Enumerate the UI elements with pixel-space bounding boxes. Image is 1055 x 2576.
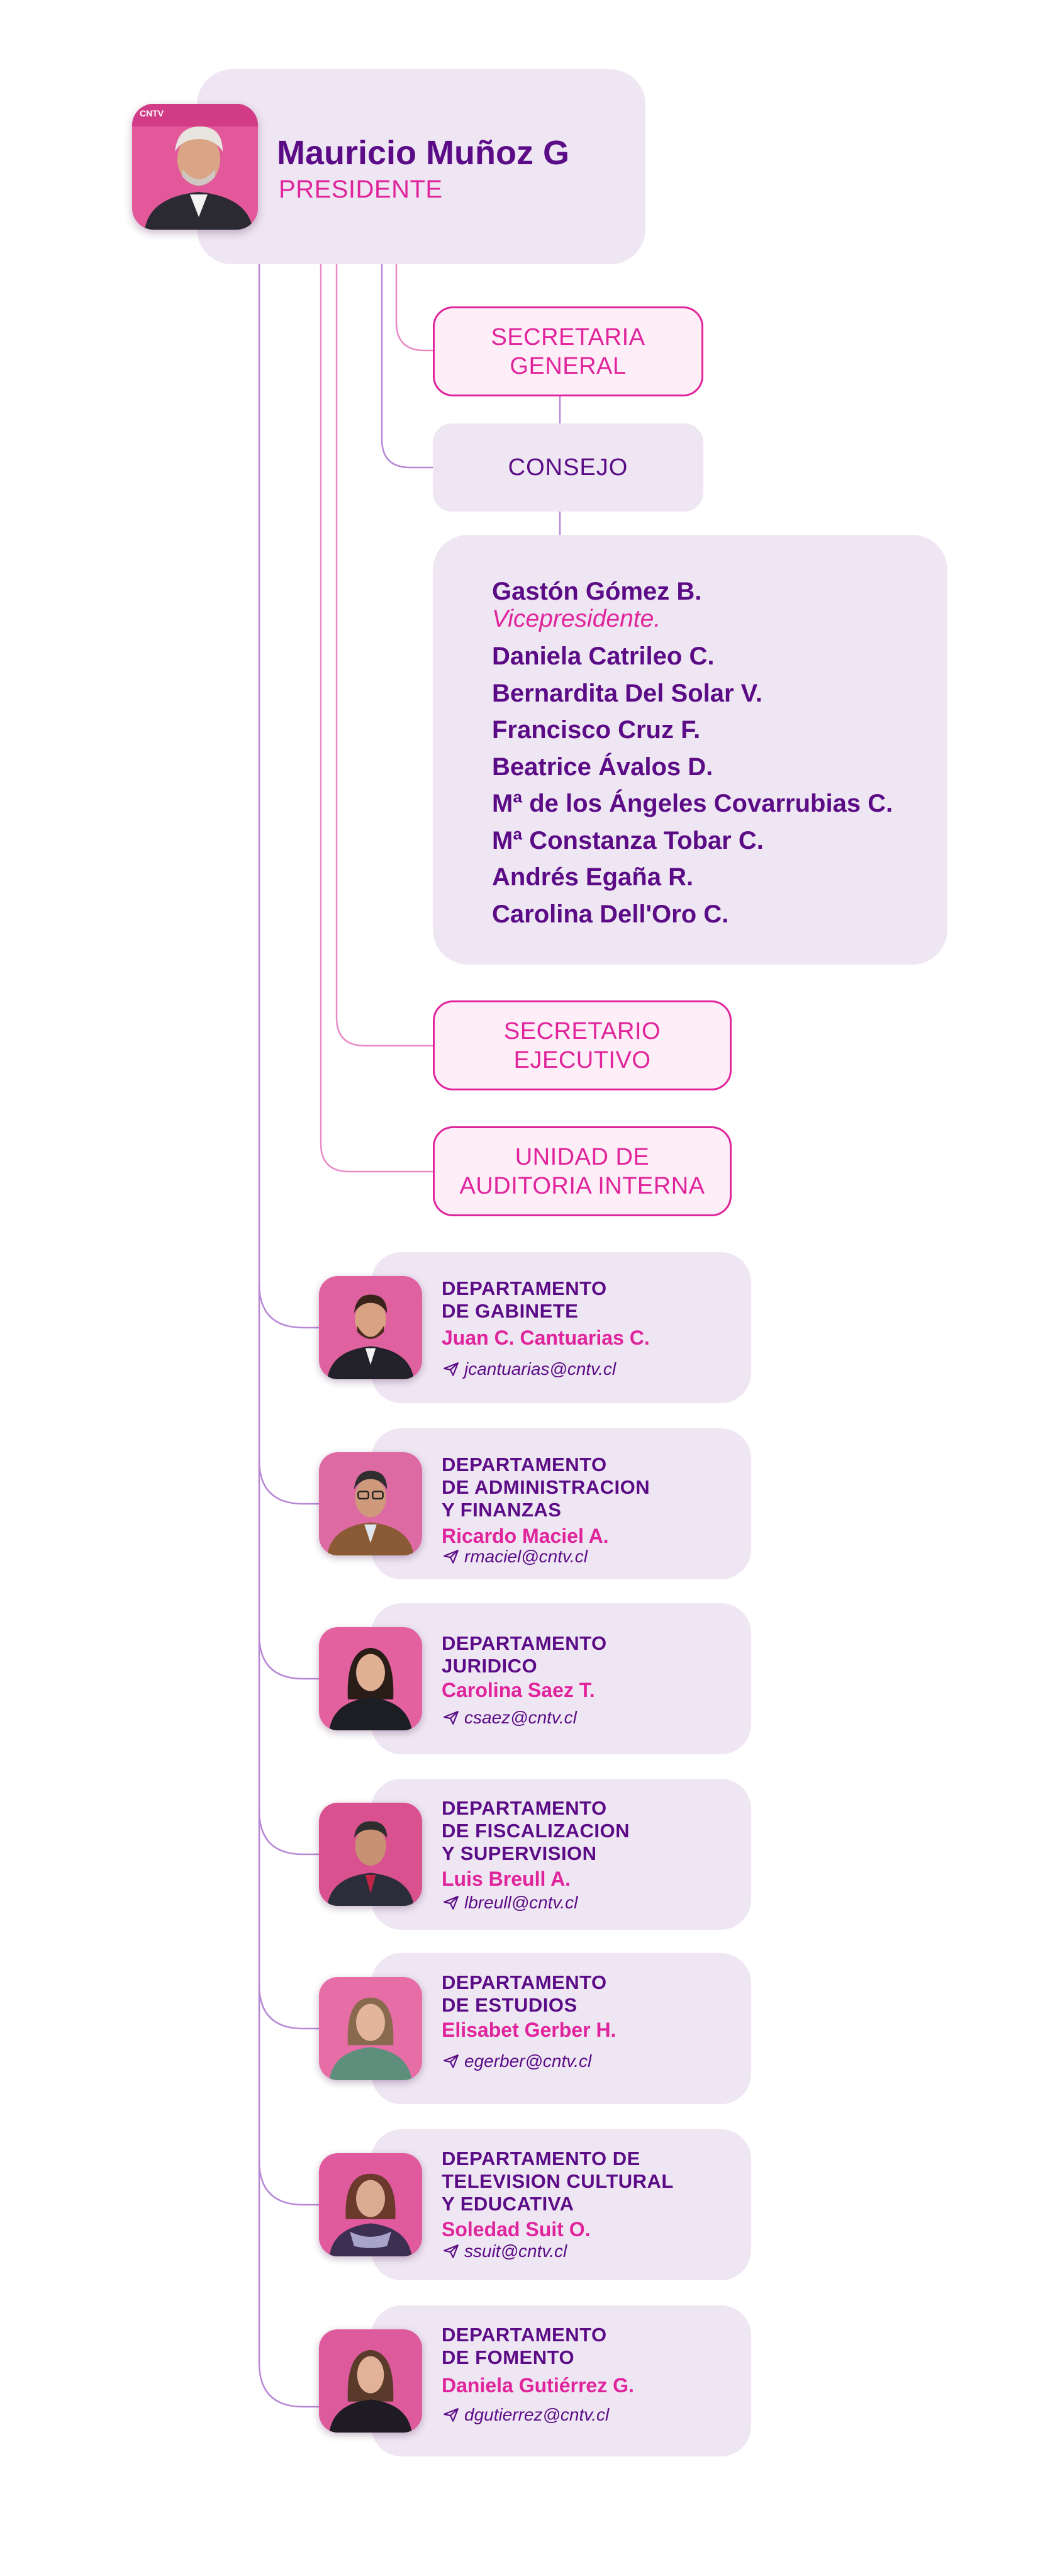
department-card-administracion bbox=[371, 1428, 751, 1579]
department-card-estudios bbox=[371, 1953, 751, 2104]
secretaria-general-box: SECRETARIA GENERAL bbox=[433, 306, 703, 396]
department-email-link[interactable]: jcantuarias@cntv.cl bbox=[443, 1359, 616, 1379]
department-head-photo bbox=[319, 2329, 422, 2433]
department-head-photo bbox=[319, 2153, 422, 2256]
dept-connector-2 bbox=[258, 1459, 319, 1505]
department-email-link[interactable]: egerber@cntv.cl bbox=[443, 2051, 591, 2071]
council-member: Mª de los Ángeles Covarrubias C. bbox=[492, 790, 893, 817]
department-email-link[interactable]: lbreull@cntv.cl bbox=[443, 1893, 578, 1913]
send-icon bbox=[444, 1550, 459, 1564]
department-head-name: Juan C. Cantuarias C. bbox=[442, 1326, 650, 1349]
department-email: csaez@cntv.cl bbox=[464, 1708, 577, 1727]
department-email: jcantuarias@cntv.cl bbox=[464, 1359, 617, 1379]
department-email: rmaciel@cntv.cl bbox=[464, 1547, 588, 1566]
department-title: DEPARTAMENTO DE TELEVISION CULTURAL Y ED… bbox=[442, 2148, 674, 2215]
council-member: Beatrice Ávalos D. bbox=[492, 753, 713, 781]
council-members-card bbox=[433, 535, 947, 965]
department-card-gabinete bbox=[371, 1252, 751, 1403]
portrait-image bbox=[319, 1977, 422, 2080]
dept-connector-6 bbox=[258, 2160, 319, 2206]
portrait-image bbox=[319, 2329, 422, 2433]
send-icon bbox=[444, 2054, 459, 2068]
department-head-name: Elisabet Gerber H. bbox=[442, 2019, 617, 2041]
secej-connector bbox=[335, 264, 433, 1047]
secgen-connector bbox=[395, 264, 433, 352]
department-email: egerber@cntv.cl bbox=[464, 2051, 592, 2071]
council-member-list: Daniela Catrileo C. Bernardita Del Solar… bbox=[492, 638, 893, 932]
send-icon bbox=[444, 2408, 459, 2422]
portrait-image bbox=[319, 1452, 422, 1555]
portrait-image bbox=[319, 1627, 422, 1730]
secretario-ejecutivo-box: SECRETARIO EJECUTIVO bbox=[433, 1000, 732, 1090]
consejo-connector bbox=[381, 264, 433, 469]
vicepresident-name: Gastón Gómez B. bbox=[492, 578, 702, 605]
council-member: Daniela Catrileo C. bbox=[492, 642, 715, 670]
dept-connector-1 bbox=[258, 1283, 319, 1329]
council-member: Francisco Cruz F. bbox=[492, 716, 701, 744]
president-portrait-image: CNTV bbox=[132, 104, 258, 230]
council-member: Andrés Egaña R. bbox=[492, 863, 694, 891]
department-card-juridico bbox=[371, 1603, 751, 1754]
consejo-box: CONSEJO bbox=[433, 423, 703, 512]
department-head-name: Luis Breull A. bbox=[442, 1868, 571, 1890]
department-head-name: Ricardo Maciel A. bbox=[442, 1525, 609, 1547]
department-head-name: Daniela Gutiérrez G. bbox=[442, 2374, 634, 2397]
department-title: DEPARTAMENTO DE FOMENTO bbox=[442, 2324, 607, 2368]
department-head-photo bbox=[319, 1276, 422, 1379]
president-photo: CNTV bbox=[132, 104, 258, 230]
council-member: Mª Constanza Tobar C. bbox=[492, 826, 764, 854]
department-email: lbreull@cntv.cl bbox=[464, 1893, 578, 1912]
department-head-photo bbox=[319, 1977, 422, 2080]
department-email: ssuit@cntv.cl bbox=[464, 2241, 567, 2261]
council-member: Carolina Dell'Oro C. bbox=[492, 900, 729, 928]
audit-connector bbox=[320, 264, 433, 1173]
department-head-name: Soledad Suit O. bbox=[442, 2218, 591, 2241]
department-title: DEPARTAMENTO DE ESTUDIOS bbox=[442, 1971, 607, 2016]
department-email-link[interactable]: ssuit@cntv.cl bbox=[443, 2241, 567, 2261]
department-title: DEPARTAMENTO DE GABINETE bbox=[442, 1277, 607, 1322]
auditoria-interna-box: UNIDAD DE AUDITORIA INTERNA bbox=[433, 1126, 732, 1216]
department-email-link[interactable]: dgutierrez@cntv.cl bbox=[443, 2405, 609, 2425]
portrait-image bbox=[319, 2153, 422, 2256]
portrait-image bbox=[319, 1803, 422, 1906]
department-head-name: Carolina Saez T. bbox=[442, 1679, 595, 1701]
vicepresident-role: Vicepresidente. bbox=[492, 605, 661, 632]
dept-connector-5 bbox=[258, 1984, 319, 2030]
dept-connector-3 bbox=[258, 1634, 319, 1680]
department-title: DEPARTAMENTO JURIDICO bbox=[442, 1632, 607, 1677]
portrait-image bbox=[319, 1276, 422, 1379]
department-email-link[interactable]: csaez@cntv.cl bbox=[443, 1708, 577, 1728]
send-icon bbox=[444, 1896, 459, 1910]
spine-line bbox=[258, 264, 319, 2408]
department-card-fomento bbox=[371, 2305, 751, 2456]
president-card bbox=[197, 69, 645, 264]
send-icon bbox=[444, 2244, 459, 2258]
department-head-photo bbox=[319, 1627, 422, 1730]
president-name: Mauricio Muñoz G bbox=[277, 134, 569, 172]
department-head-photo bbox=[319, 1803, 422, 1906]
president-role: PRESIDENTE bbox=[279, 176, 443, 203]
president-photo-badge: CNTV bbox=[140, 108, 164, 118]
send-icon bbox=[444, 1362, 459, 1376]
department-title: DEPARTAMENTO DE ADMINISTRACION Y FINANZA… bbox=[442, 1453, 650, 1521]
council-member: Bernardita Del Solar V. bbox=[492, 679, 762, 707]
department-card-television-cultural bbox=[371, 2129, 751, 2280]
department-head-photo bbox=[319, 1452, 422, 1555]
department-email-link[interactable]: rmaciel@cntv.cl bbox=[443, 1547, 588, 1567]
department-title: DEPARTAMENTO DE FISCALIZACION Y SUPERVIS… bbox=[442, 1797, 630, 1864]
department-card-fiscalizacion bbox=[371, 1779, 751, 1930]
dept-connector-4 bbox=[258, 1810, 319, 1856]
department-email: dgutierrez@cntv.cl bbox=[464, 2405, 610, 2424]
send-icon bbox=[444, 1711, 459, 1725]
